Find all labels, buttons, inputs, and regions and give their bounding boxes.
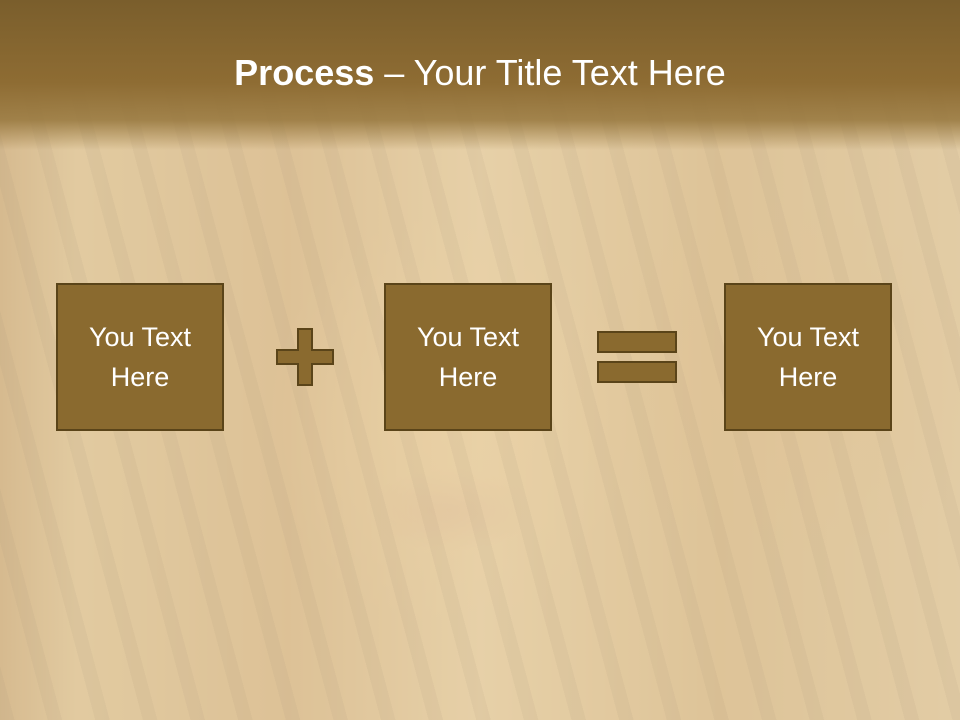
plus-icon	[276, 328, 334, 386]
process-box-1-text: You Text Here	[88, 322, 192, 392]
process-box-3[interactable]: You Text Here	[724, 283, 892, 431]
title-rest: – Your Title Text Here	[374, 52, 726, 93]
process-box-3-text: You Text Here	[756, 322, 860, 392]
equals-icon	[597, 331, 677, 383]
title-bold: Process	[234, 52, 375, 93]
process-box-1[interactable]: You Text Here	[56, 283, 224, 431]
slide-title[interactable]: Process – Your Title Text Here	[0, 52, 960, 94]
title-band	[0, 0, 960, 150]
process-box-2[interactable]: You Text Here	[384, 283, 552, 431]
process-box-2-text: You Text Here	[416, 322, 520, 392]
